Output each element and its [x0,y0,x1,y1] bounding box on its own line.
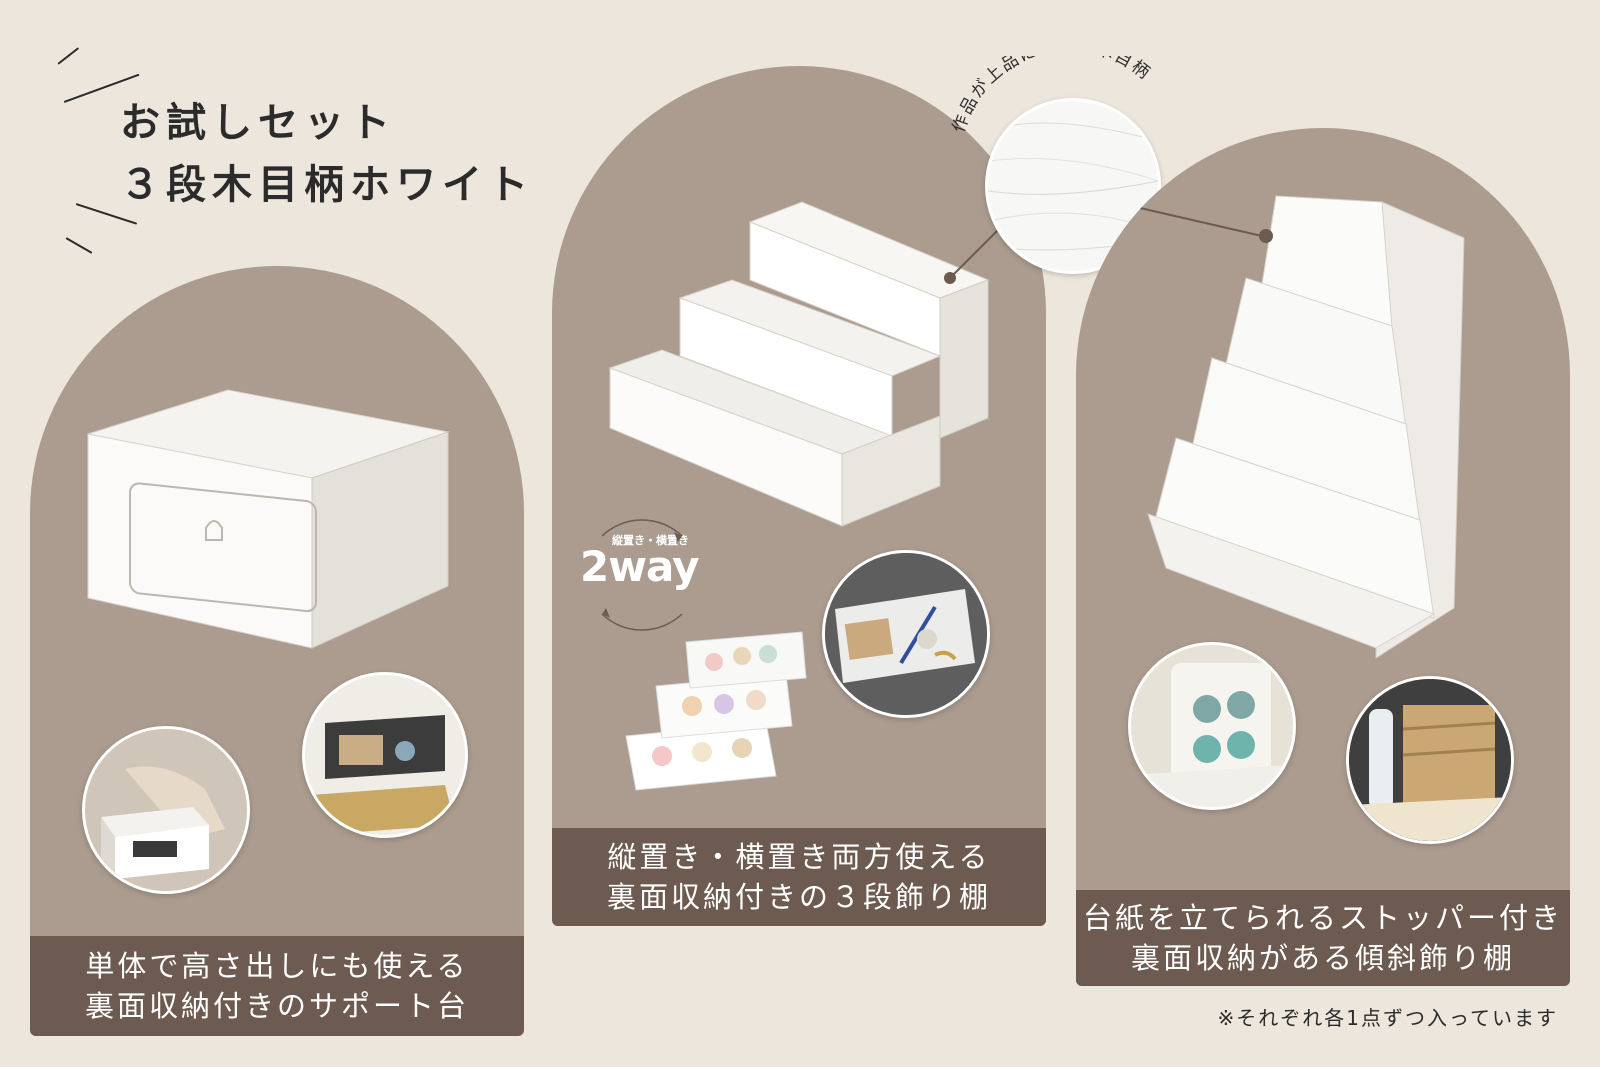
title-line-1: お試しセット [120,100,396,146]
step-shelf-illustration [608,201,1003,527]
photo-drawer-in-use [82,726,250,894]
photo-earring-card [1128,642,1296,810]
photo-slanted-storage [1346,676,1514,844]
photo-shelf-storage [822,550,990,718]
twoway-title: 2way [580,542,699,591]
panel-slanted-shelf: 台紙を立てられるストッパー付き 裏面収納がある傾斜飾り棚 [1076,128,1570,986]
support-box-illustration [87,389,450,649]
decorative-stroke [65,237,93,254]
caption-line-2: 裏面収納がある傾斜飾り棚 [1130,941,1515,975]
caption-panel-2: 縦置き・横置き両方使える 裏面収納付きの３段飾り棚 [552,828,1046,926]
caption-line-2: 裏面収納付きのサポート台 [84,989,469,1023]
svg-text:作品が上品に映える木目柄: 作品が上品に映える木目柄 [949,56,1155,135]
twoway-subtitle: 縦置き・横置き [612,534,689,547]
rotate-arrows-icon [601,519,683,631]
title-line-2: ３段木目柄ホワイト [120,162,534,208]
panel-three-step-shelf: 縦置き・横置き 2way 縦置き・横置き両方使える 裏面収納付きの３段飾り [552,66,1046,926]
photo-back-storage [302,672,468,838]
panel-support-stand: 単体で高さ出しにも使える 裏面収納付きのサポート台 [30,266,524,1036]
page-title: お試しセット ３段木目柄ホワイト [120,92,534,216]
wood-grain-label: 作品が上品に映える木目柄 [949,56,1153,135]
slanted-shelf-illustration [1139,195,1465,659]
caption-panel-3: 台紙を立てられるストッパー付き 裏面収納がある傾斜飾り棚 [1076,890,1570,986]
caption-line-1: 台紙を立てられるストッパー付き [1082,901,1563,935]
caption-line-1: 縦置き・横置き両方使える [607,840,991,874]
footnote: ※それぞれ各1点ずつ入っています [1217,1006,1558,1030]
caption-panel-1: 単体で高さ出しにも使える 裏面収納付きのサポート台 [30,936,524,1036]
decorative-stroke [57,47,80,65]
wood-grain-label-arc: 作品が上品に映える木目柄 [949,56,1155,135]
caption-line-1: 単体で高さ出しにも使える [85,949,469,983]
caption-line-2: 裏面収納付きの３段飾り棚 [606,880,991,914]
photo-shelf-with-ornaments [625,631,807,791]
